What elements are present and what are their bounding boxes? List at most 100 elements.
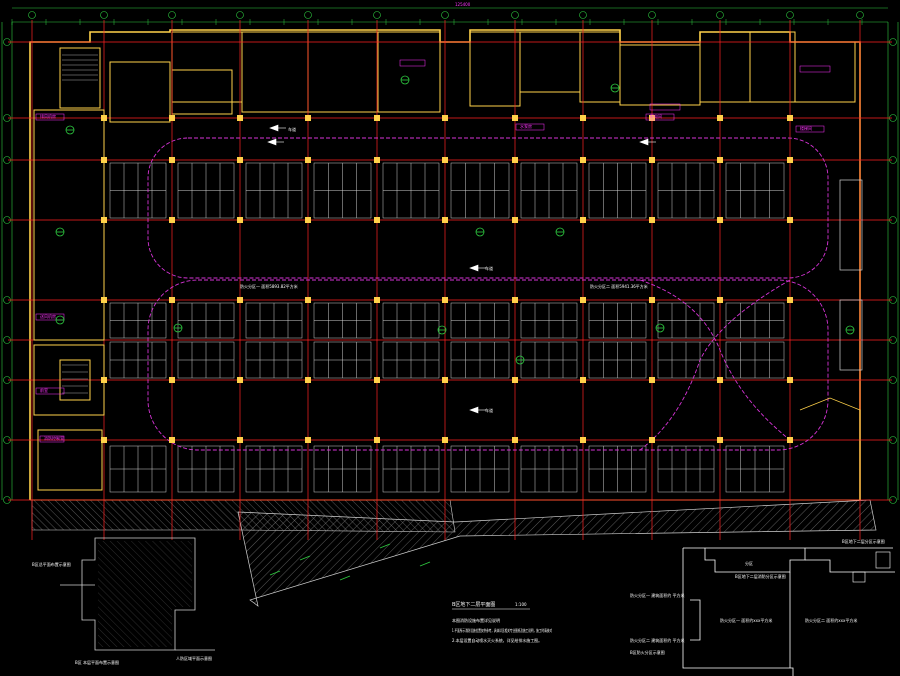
lane-arrow (267, 138, 277, 146)
note-1: 1.平面所示消防设施位置仅供参考，具体详见相关专业图纸及施工说明，施工时请核对 (452, 627, 552, 633)
column (649, 437, 655, 443)
column (169, 217, 175, 223)
column (305, 437, 311, 443)
exit-arrow-1: 车道 (485, 265, 493, 271)
room-tag-0: 排风机房 (40, 113, 56, 119)
inset-right-zone-b: 防火分区二 面积约xxx平方米 (805, 617, 857, 623)
column (512, 437, 518, 443)
green-dim (419, 561, 431, 567)
zone-note-a: 防火分区一 面积5893.82平方米 (240, 283, 298, 289)
axis-bubble-top (441, 11, 449, 19)
axis-bubble-top (28, 11, 36, 19)
column (649, 157, 655, 163)
green-dim (269, 570, 281, 576)
column (101, 437, 107, 443)
tag-box (35, 313, 65, 321)
drawing-scale: 1:100 (515, 602, 527, 607)
note-2: 2.本层设置自动喷水灭火系统，详见给排水施工图。 (452, 637, 542, 643)
axis-bubble-top (236, 11, 244, 19)
column (717, 437, 723, 443)
column (580, 437, 586, 443)
column (237, 115, 243, 121)
column (305, 377, 311, 383)
lane-arrows (267, 124, 656, 414)
top-room (619, 44, 701, 106)
column (305, 217, 311, 223)
column (580, 297, 586, 303)
inset-right-note: B区防火分区示意图 (630, 649, 665, 655)
column (374, 217, 380, 223)
column (649, 217, 655, 223)
column (787, 377, 793, 383)
inset-left-caption-top: B区总平面布置示意图 (32, 561, 71, 567)
axis-bubble-top (786, 11, 794, 19)
column (169, 115, 175, 121)
column (237, 377, 243, 383)
axis-bubble-top (304, 11, 312, 19)
inset-right-zone-label: 分区 (745, 560, 753, 566)
room-tag-3: 配电间 (650, 113, 662, 119)
top-room (171, 69, 233, 115)
tag-box (399, 59, 426, 67)
inset-right-marker (852, 571, 866, 583)
column (442, 437, 448, 443)
note-0: 本图消防设施布置详见说明 (452, 617, 500, 623)
column (580, 377, 586, 383)
tag-box (649, 103, 681, 111)
room-tag-6: 消防控制室 (44, 435, 64, 441)
top-room (519, 31, 581, 93)
axis-bubble-top (168, 11, 176, 19)
column (442, 377, 448, 383)
column (237, 157, 243, 163)
axis-frame (1, 7, 899, 500)
column (512, 377, 518, 383)
column (580, 217, 586, 223)
green-dim (339, 575, 351, 581)
column (305, 115, 311, 121)
column (442, 157, 448, 163)
lane-arrow (469, 264, 479, 272)
tag-box (35, 113, 65, 121)
top-room (699, 31, 751, 103)
column (512, 217, 518, 223)
site-inset-hatch (98, 541, 192, 647)
column (305, 157, 311, 163)
tag-box (799, 65, 831, 73)
column (580, 157, 586, 163)
column (649, 377, 655, 383)
column (237, 437, 243, 443)
zone-inset-right (682, 547, 895, 676)
tag-box (39, 435, 65, 443)
column (512, 115, 518, 121)
column (787, 297, 793, 303)
column (787, 437, 793, 443)
tag-box (645, 113, 675, 121)
drawing-title: B区地下二层平面图 (452, 601, 495, 608)
column (237, 217, 243, 223)
hatched-ramp-area (237, 499, 877, 607)
green-dim (379, 543, 391, 549)
column (787, 157, 793, 163)
tag-box (795, 125, 825, 133)
structural-columns (101, 115, 793, 443)
column (512, 157, 518, 163)
lane-arrow (469, 406, 479, 414)
column (169, 157, 175, 163)
column (580, 115, 586, 121)
column (442, 217, 448, 223)
column (442, 297, 448, 303)
column (374, 437, 380, 443)
room-tag-5: 前室 (40, 387, 48, 393)
drive-lanes (147, 137, 829, 451)
column (717, 217, 723, 223)
site-inset-left (60, 537, 215, 651)
column (717, 297, 723, 303)
room-tag-4: 楼梯间 (800, 125, 812, 131)
exit-arrow-2: 车道 (485, 407, 493, 413)
zone-note-b: 防火分区二 面积5941.36平方米 (590, 283, 648, 289)
inset-right-legend-2: 防火分区二 建筑面积约 平方米 (630, 637, 685, 643)
axis-bubbles (3, 11, 897, 504)
left-core-rooms (33, 47, 171, 491)
